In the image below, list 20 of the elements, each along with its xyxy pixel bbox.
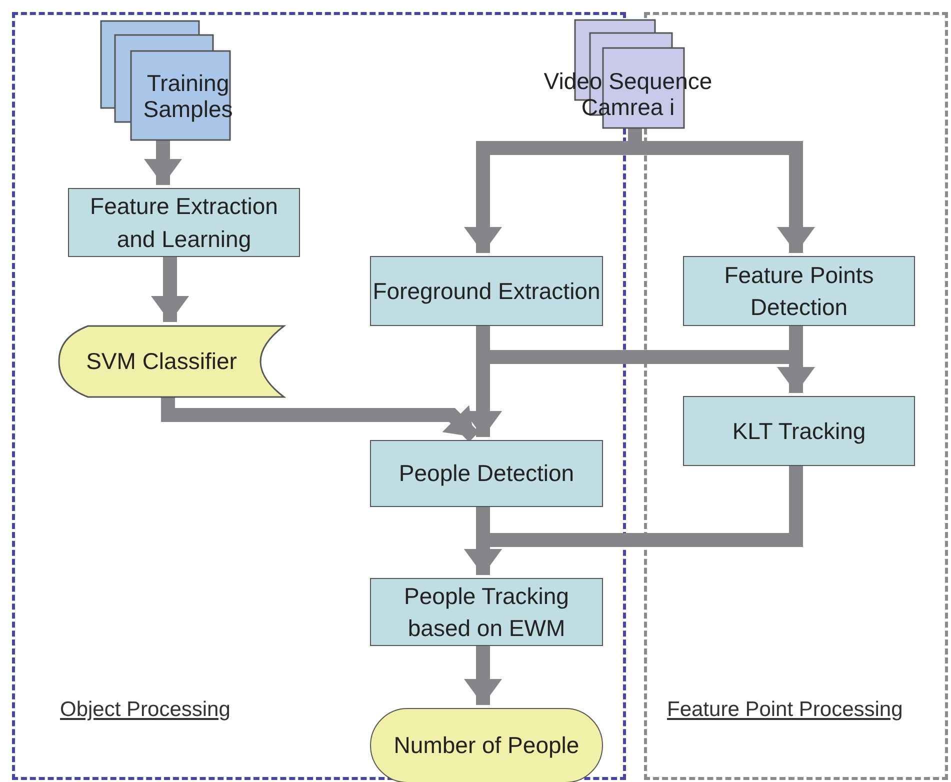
node-label: KLT Tracking: [732, 416, 866, 446]
process-box: [683, 396, 915, 466]
process-box: [370, 256, 603, 326]
region-label: Feature Point Processing: [667, 698, 903, 722]
process-box: [370, 440, 603, 507]
arrow: [464, 643, 502, 705]
arrow: [161, 395, 479, 442]
node-label: Feature Extraction and Learning: [89, 192, 279, 254]
process-box: [68, 188, 300, 257]
process-box: [683, 256, 915, 326]
node-label: SVM Classifier: [86, 347, 237, 376]
arrow: [144, 138, 182, 185]
node-label: People Tracking based on EWM: [403, 582, 570, 643]
arrow: [151, 254, 189, 322]
region-label: Object Processing: [60, 698, 230, 722]
process-box: [370, 578, 603, 646]
node-label: People Detection: [398, 459, 574, 488]
node-label: Foreground Extraction: [372, 276, 600, 306]
node-label: Feature Points Detection: [723, 260, 875, 322]
node-label: Number of People: [394, 731, 580, 760]
